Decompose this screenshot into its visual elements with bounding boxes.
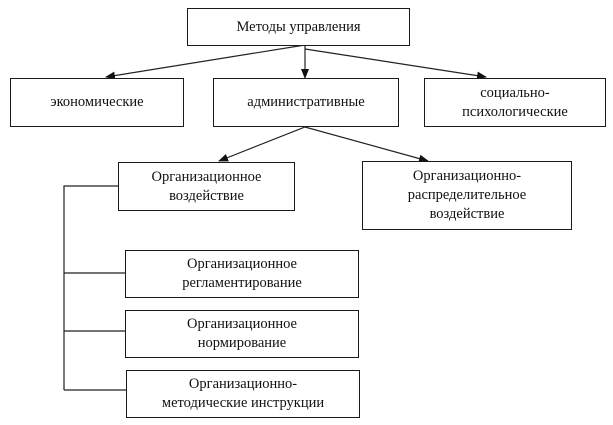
org-normirovanie-label: Организационное нормирование — [187, 316, 297, 351]
root-label: Методы управления — [236, 18, 361, 35]
box-org-method-instructions: Организационно- методические инструкции — [126, 370, 360, 418]
bracket-line — [63, 185, 118, 390]
root-box-management-methods: Методы управления — [187, 8, 410, 46]
arrow-admin-to-org-distrib — [304, 126, 429, 163]
org-method-instructions-label: Организационно- методические инструкции — [161, 376, 325, 411]
box-organizational-impact: Организационное воздействие — [118, 162, 295, 211]
org-regulation-label: Организационное регламентирование — [182, 256, 302, 291]
box-social-psychological: социально- психологические — [424, 78, 606, 127]
arrow-root-to-economic — [105, 44, 306, 80]
arrow-admin-to-org-impact — [218, 126, 306, 162]
org-distributive-impact-label: Организационно- распределительное воздей… — [407, 168, 527, 222]
organizational-impact-label: Организационное воздействие — [151, 168, 262, 204]
box-org-regulation: Организационное регламентирование — [125, 250, 359, 298]
social-psychological-label: социально- психологические — [462, 84, 568, 120]
administrative-label: административные — [247, 94, 365, 110]
box-economic: экономические — [10, 78, 184, 127]
box-org-distributive-impact: Организационно- распределительное воздей… — [362, 161, 572, 230]
box-org-normirovanie: Организационное нормирование — [125, 310, 359, 358]
economic-label: экономические — [50, 94, 144, 110]
arrow-root-to-social — [304, 48, 487, 80]
box-administrative: административные — [213, 78, 399, 127]
